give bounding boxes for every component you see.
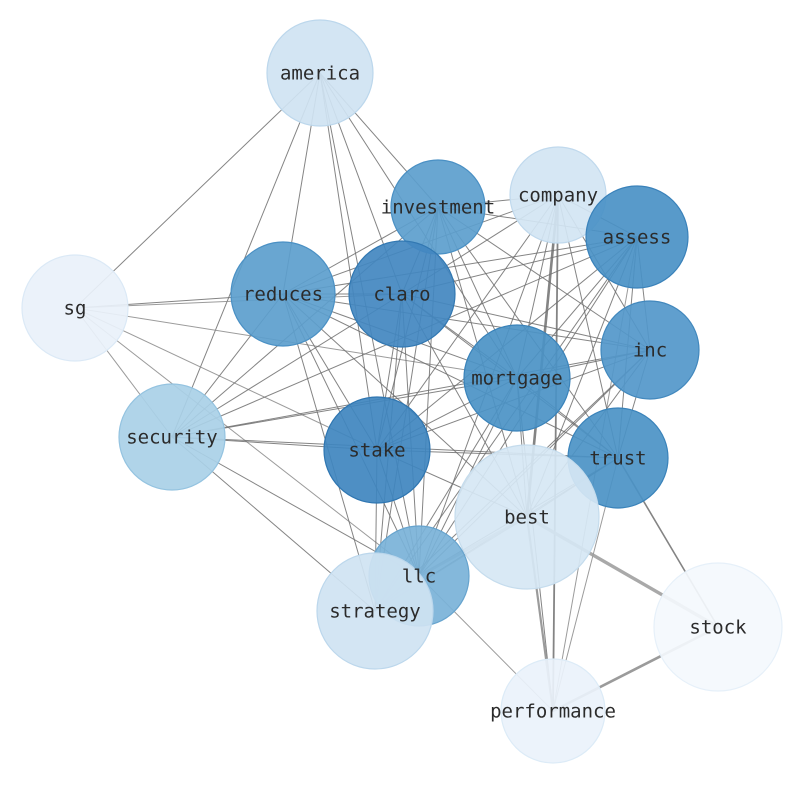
graph-node-label-mortgage: mortgage: [471, 368, 563, 390]
graph-node-stock[interactable]: [653, 562, 783, 692]
graph-node-label-sg: sg: [64, 298, 87, 320]
graph-node-reduces[interactable]: [230, 241, 336, 347]
graph-edge: [74, 307, 378, 451]
graph-edge: [319, 72, 378, 451]
node-layer: [21, 19, 783, 764]
graph-node-label-reduces: reduces: [243, 284, 323, 306]
graph-edge: [282, 236, 638, 295]
graph-node-company[interactable]: [509, 146, 607, 244]
graph-edge: [282, 293, 619, 459]
graph-node-label-company: company: [518, 185, 598, 207]
graph-node-claro[interactable]: [348, 240, 456, 348]
graph-edge: [74, 72, 321, 309]
graph-node-label-claro: claro: [373, 284, 430, 306]
graph-node-best[interactable]: [454, 444, 600, 590]
graph-node-label-security: security: [126, 427, 218, 449]
graph-node-stake[interactable]: [323, 396, 431, 504]
graph-node-label-trust: trust: [589, 448, 646, 470]
graph-node-label-stock: stock: [689, 617, 747, 639]
graph-node-label-assess: assess: [603, 227, 672, 249]
graph-node-inc[interactable]: [600, 300, 700, 400]
graph-node-mortgage[interactable]: [463, 324, 571, 432]
graph-node-sg[interactable]: [21, 254, 129, 362]
graph-node-label-performance: performance: [490, 701, 616, 723]
graph-node-america[interactable]: [266, 19, 374, 127]
graph-edge: [171, 349, 651, 438]
graph-node-label-stake: stake: [348, 440, 405, 462]
graph-edge: [282, 293, 651, 351]
graph-node-investment[interactable]: [390, 159, 486, 255]
graph-node-assess[interactable]: [585, 185, 689, 289]
graph-node-label-investment: investment: [381, 197, 495, 219]
graph-edge: [171, 72, 321, 438]
graph-node-label-inc: inc: [633, 340, 667, 362]
graph-node-security[interactable]: [118, 383, 226, 491]
graph-node-label-llc: llc: [402, 566, 436, 588]
graph-node-label-america: america: [280, 63, 360, 85]
graph-node-strategy[interactable]: [316, 552, 434, 670]
graph-node-label-strategy: strategy: [329, 601, 421, 623]
graph-node-performance[interactable]: [500, 658, 606, 764]
graph-node-label-best: best: [504, 507, 550, 529]
